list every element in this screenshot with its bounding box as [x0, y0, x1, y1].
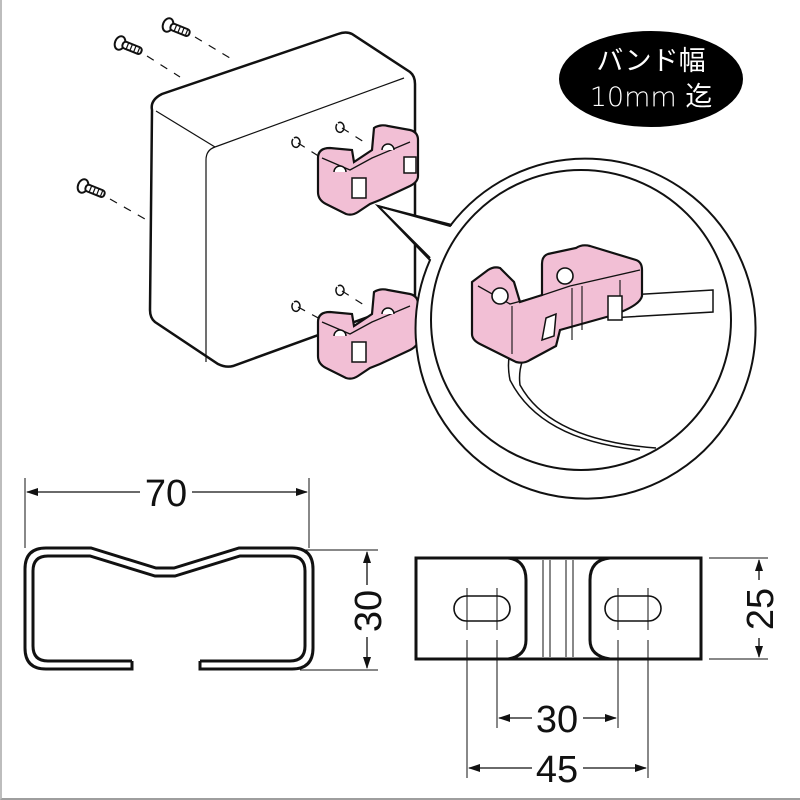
- screw-icon: [161, 17, 191, 37]
- height-30-label: 30: [348, 590, 390, 632]
- band-width-badge: バンド幅 10mm 迄: [559, 31, 743, 127]
- bracket-upper: [316, 124, 420, 216]
- bracket-lower: [316, 288, 420, 380]
- screw-icon: [76, 178, 106, 198]
- plate-height-dimension: 25: [709, 557, 782, 660]
- hole-pitch-45-dimension: 45: [468, 749, 647, 791]
- screw-icon: [113, 35, 143, 55]
- badge-line1: バンド幅: [596, 46, 705, 77]
- side-view-profile: [23, 546, 315, 671]
- mounting-holes: [291, 121, 345, 313]
- badge-line2: 10mm 迄: [590, 82, 713, 113]
- slot-left: [453, 595, 511, 622]
- pitch-30-label: 30: [536, 699, 578, 741]
- screws: [76, 17, 231, 220]
- side-height-dimension: 30: [300, 549, 390, 671]
- side-width-dimension: 70: [24, 473, 310, 548]
- junction-box: [148, 31, 417, 368]
- height-25-label: 25: [740, 588, 782, 630]
- pitch-45-label: 45: [536, 749, 578, 791]
- hole-pitch-30-dimension: 30: [498, 699, 617, 741]
- slot-right: [604, 595, 662, 622]
- width-70-label: 70: [145, 473, 187, 515]
- top-view-plate: [414, 556, 703, 778]
- detail-callout: [374, 157, 757, 500]
